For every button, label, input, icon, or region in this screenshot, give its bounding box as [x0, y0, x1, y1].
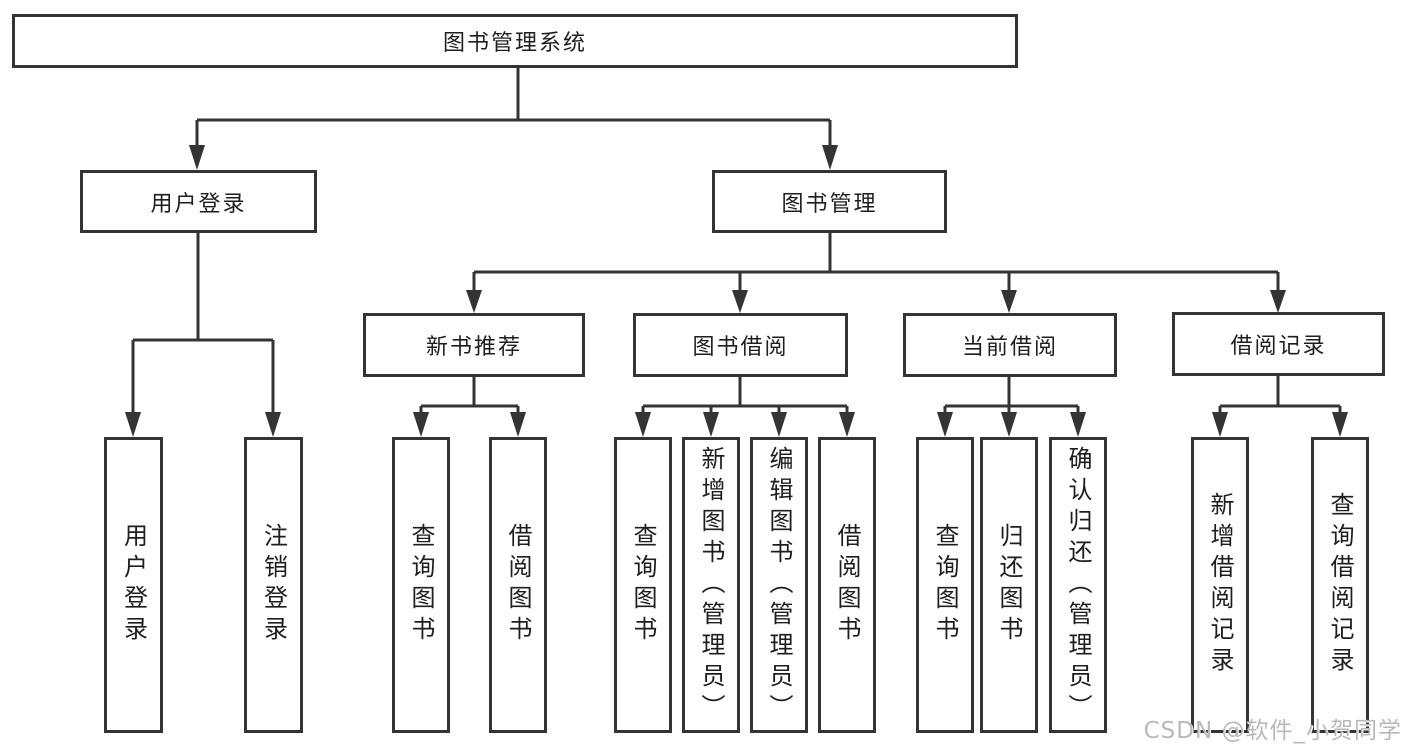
- node-label: 查询图书: [407, 523, 435, 647]
- leaf-add-borrow-record: 新增借阅记录: [1191, 437, 1249, 733]
- leaf-logout: 注销登录: [244, 437, 303, 733]
- node-label: 当前借阅: [961, 335, 1058, 360]
- node-label: 图书管理: [781, 191, 878, 217]
- connector-borrow-records-split: [1218, 375, 1342, 420]
- connector-book-borrowing-split: [641, 377, 849, 420]
- node-label: 新增图书（管理员）: [697, 445, 725, 725]
- connector-edges: [131, 68, 1342, 420]
- node-label: 图书管理系统: [442, 31, 587, 56]
- node-label: 用户登录: [150, 191, 247, 217]
- node-label: 新书推荐: [425, 335, 522, 360]
- leaf-query-books-current: 查询图书: [916, 437, 974, 733]
- connector-root-split: [195, 68, 832, 150]
- node-current-borrowing: 当前借阅: [903, 313, 1117, 377]
- leaf-user-login: 用户登录: [104, 437, 163, 733]
- node-label: 借阅图书: [833, 523, 861, 647]
- node-label: 用户登录: [119, 523, 148, 647]
- node-label: 确认归还（管理员）: [1064, 445, 1092, 725]
- leaf-borrow-books: 借阅图书: [818, 437, 876, 733]
- node-label: 查询图书: [629, 523, 657, 647]
- leaf-query-borrow-record: 查询借阅记录: [1311, 437, 1369, 733]
- arrowheads: [125, 145, 1348, 437]
- node-label: 注销登录: [259, 523, 288, 647]
- leaf-query-books-borrowing: 查询图书: [614, 437, 672, 733]
- leaf-query-books-recommend: 查询图书: [392, 437, 450, 733]
- connector-new-book-split: [419, 377, 520, 420]
- connector-user-login-split: [131, 233, 275, 418]
- leaf-edit-book-admin: 编辑图书（管理员）: [750, 437, 808, 733]
- leaf-borrow-books-recommend: 借阅图书: [489, 437, 547, 733]
- node-library-system: 图书管理系统: [12, 14, 1018, 68]
- leaf-return-book: 归还图书: [980, 437, 1038, 733]
- node-borrow-records: 借阅记录: [1172, 312, 1385, 376]
- leaf-add-book-admin: 新增图书（管理员）: [682, 437, 740, 733]
- node-label: 查询借阅记录: [1326, 492, 1354, 678]
- node-book-borrowing: 图书借阅: [633, 313, 848, 377]
- connector-book-management-split: [472, 233, 1280, 294]
- node-label: 借阅图书: [504, 523, 532, 647]
- node-book-management: 图书管理: [712, 170, 947, 233]
- node-label: 新增借阅记录: [1206, 492, 1234, 678]
- leaf-confirm-return-admin: 确认归还（管理员）: [1049, 437, 1107, 733]
- node-label: 借阅记录: [1230, 334, 1327, 359]
- node-label: 查询图书: [931, 523, 959, 647]
- node-label: 图书借阅: [692, 335, 789, 360]
- node-label: 归还图书: [995, 523, 1023, 647]
- node-new-book-recommend: 新书推荐: [363, 313, 585, 377]
- node-user-login: 用户登录: [80, 170, 317, 233]
- csdn-watermark: CSDN @软件_小贺同学: [1143, 718, 1402, 744]
- node-label: 编辑图书（管理员）: [765, 445, 793, 725]
